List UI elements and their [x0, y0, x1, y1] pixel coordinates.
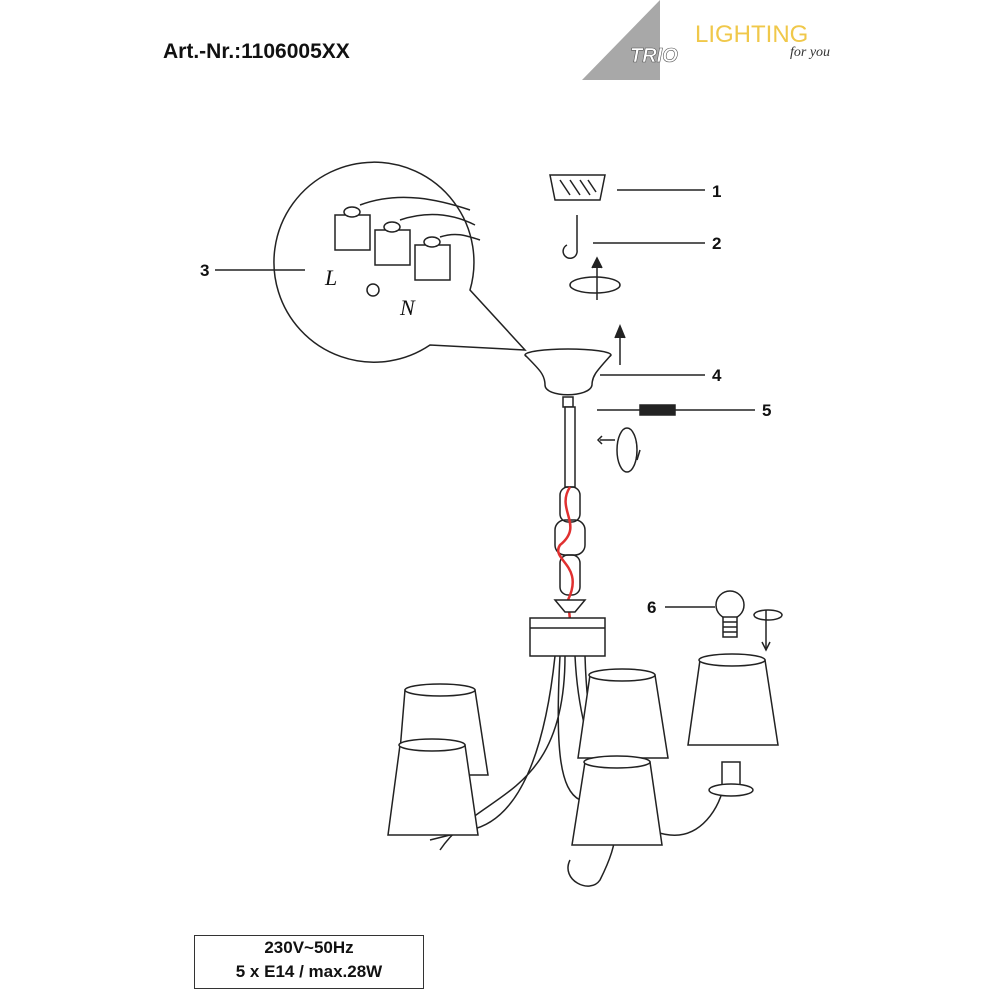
- power-wire: [557, 486, 574, 621]
- chain: [554, 486, 586, 621]
- article-number: Art.-Nr.:1106005XX: [163, 40, 350, 63]
- screw: [597, 404, 676, 416]
- canopy: [524, 348, 612, 408]
- hook-icon: [562, 215, 578, 260]
- label-6: 6: [647, 598, 656, 617]
- rotate-arrow-icon: [753, 609, 783, 652]
- label-5: 5: [762, 401, 771, 420]
- label-live: L: [324, 265, 337, 290]
- label-neutral: N: [399, 295, 416, 320]
- rotate-arrow-icon: [569, 256, 621, 300]
- rotate-arrow-icon: [596, 427, 641, 473]
- lamp-shade: [387, 744, 479, 836]
- spec-voltage: 230V~50Hz: [264, 938, 354, 957]
- lamp-shade: [571, 761, 663, 846]
- terminal-block: [334, 196, 481, 281]
- electrical-spec-box: 230V~50Hz 5 x E14 / max.28W: [194, 935, 424, 989]
- trio-lighting-logo: TRIO LIGHTING for you: [582, 0, 830, 80]
- label-4: 4: [712, 366, 722, 385]
- label-2: 2: [712, 234, 721, 253]
- logo-triangle: [582, 0, 660, 80]
- hub: [529, 617, 606, 657]
- label-1: 1: [712, 182, 721, 201]
- ceiling-plug: [549, 174, 606, 201]
- logo-brand: TRIO: [630, 45, 678, 67]
- logo-tagline: LIGHTING: [695, 21, 808, 48]
- rod: [564, 406, 576, 488]
- logo-subtagline: for you: [790, 45, 830, 60]
- label-3: 3: [200, 261, 209, 280]
- spec-bulbs: 5 x E14 / max.28W: [235, 962, 383, 981]
- wiring-callout: L N: [273, 161, 527, 363]
- bulb-icon: [715, 590, 745, 638]
- lamp-shade: [577, 674, 669, 759]
- lamp-shade: [687, 659, 779, 746]
- earth-icon: [366, 283, 380, 297]
